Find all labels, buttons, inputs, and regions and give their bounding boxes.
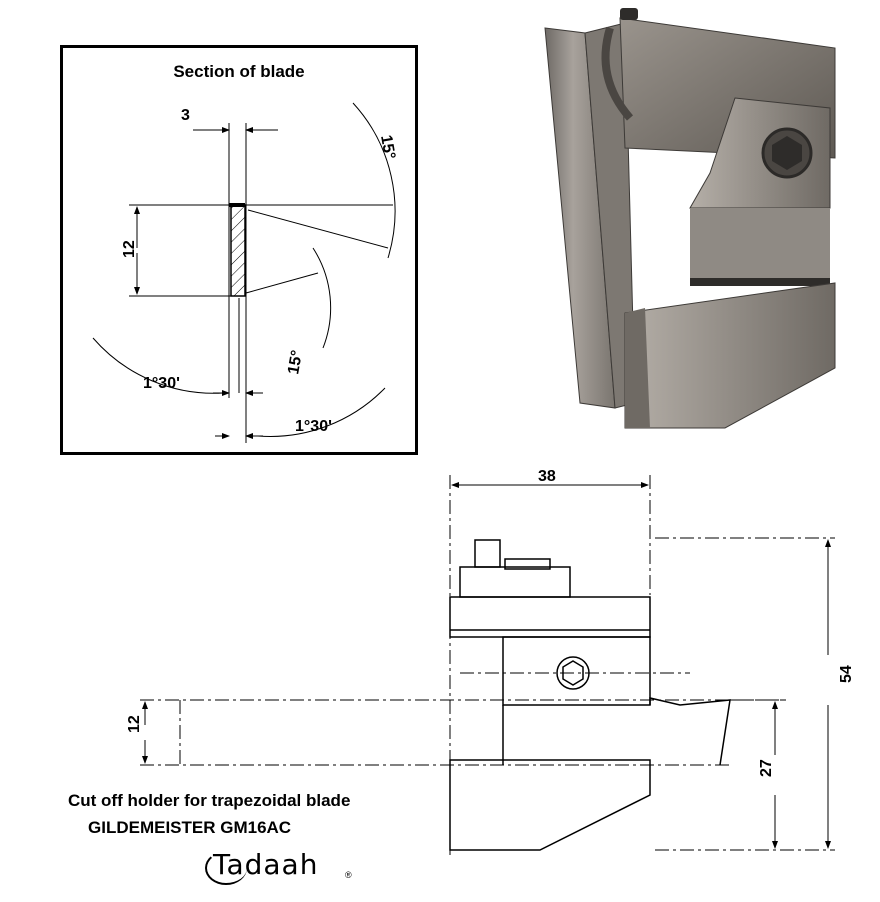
holder-technical-drawing: 38 54 12 27	[126, 468, 855, 855]
blade-cross-section	[230, 204, 246, 297]
holder-photo	[544, 8, 836, 429]
section-title: Section of blade	[173, 62, 305, 81]
dim-centre-height: 27	[758, 759, 775, 777]
dim-holder-height: 54	[838, 665, 855, 683]
dim-holder-width: 38	[538, 468, 556, 485]
caption-model: GILDEMEISTER GM16AC	[88, 818, 292, 837]
dim-blade-height: 12	[121, 240, 138, 258]
section-of-blade-panel: Section of blade 3 12 15°	[60, 45, 418, 455]
registered-mark: ®	[345, 870, 352, 880]
angle-right: 1°30'	[295, 418, 332, 435]
blade-section-drawing: 3 12 15° 15° 1°30' 1°30'	[92, 102, 398, 443]
caption-title: Cut off holder for trapezoidal blade	[68, 791, 351, 810]
brand-loop-icon	[205, 851, 247, 885]
angle-bottom: 15°	[285, 349, 306, 376]
angle-top: 15°	[377, 134, 398, 161]
product-caption: Cut off holder for trapezoidal blade GIL…	[68, 787, 350, 841]
dim-blade-width: 3	[181, 107, 190, 124]
dim-blade-height-drawing: 12	[126, 715, 143, 733]
angle-left: 1°30'	[143, 375, 180, 392]
brand-name: Tadaah	[213, 848, 319, 881]
brand-logo: Tadaah ®	[205, 848, 355, 885]
